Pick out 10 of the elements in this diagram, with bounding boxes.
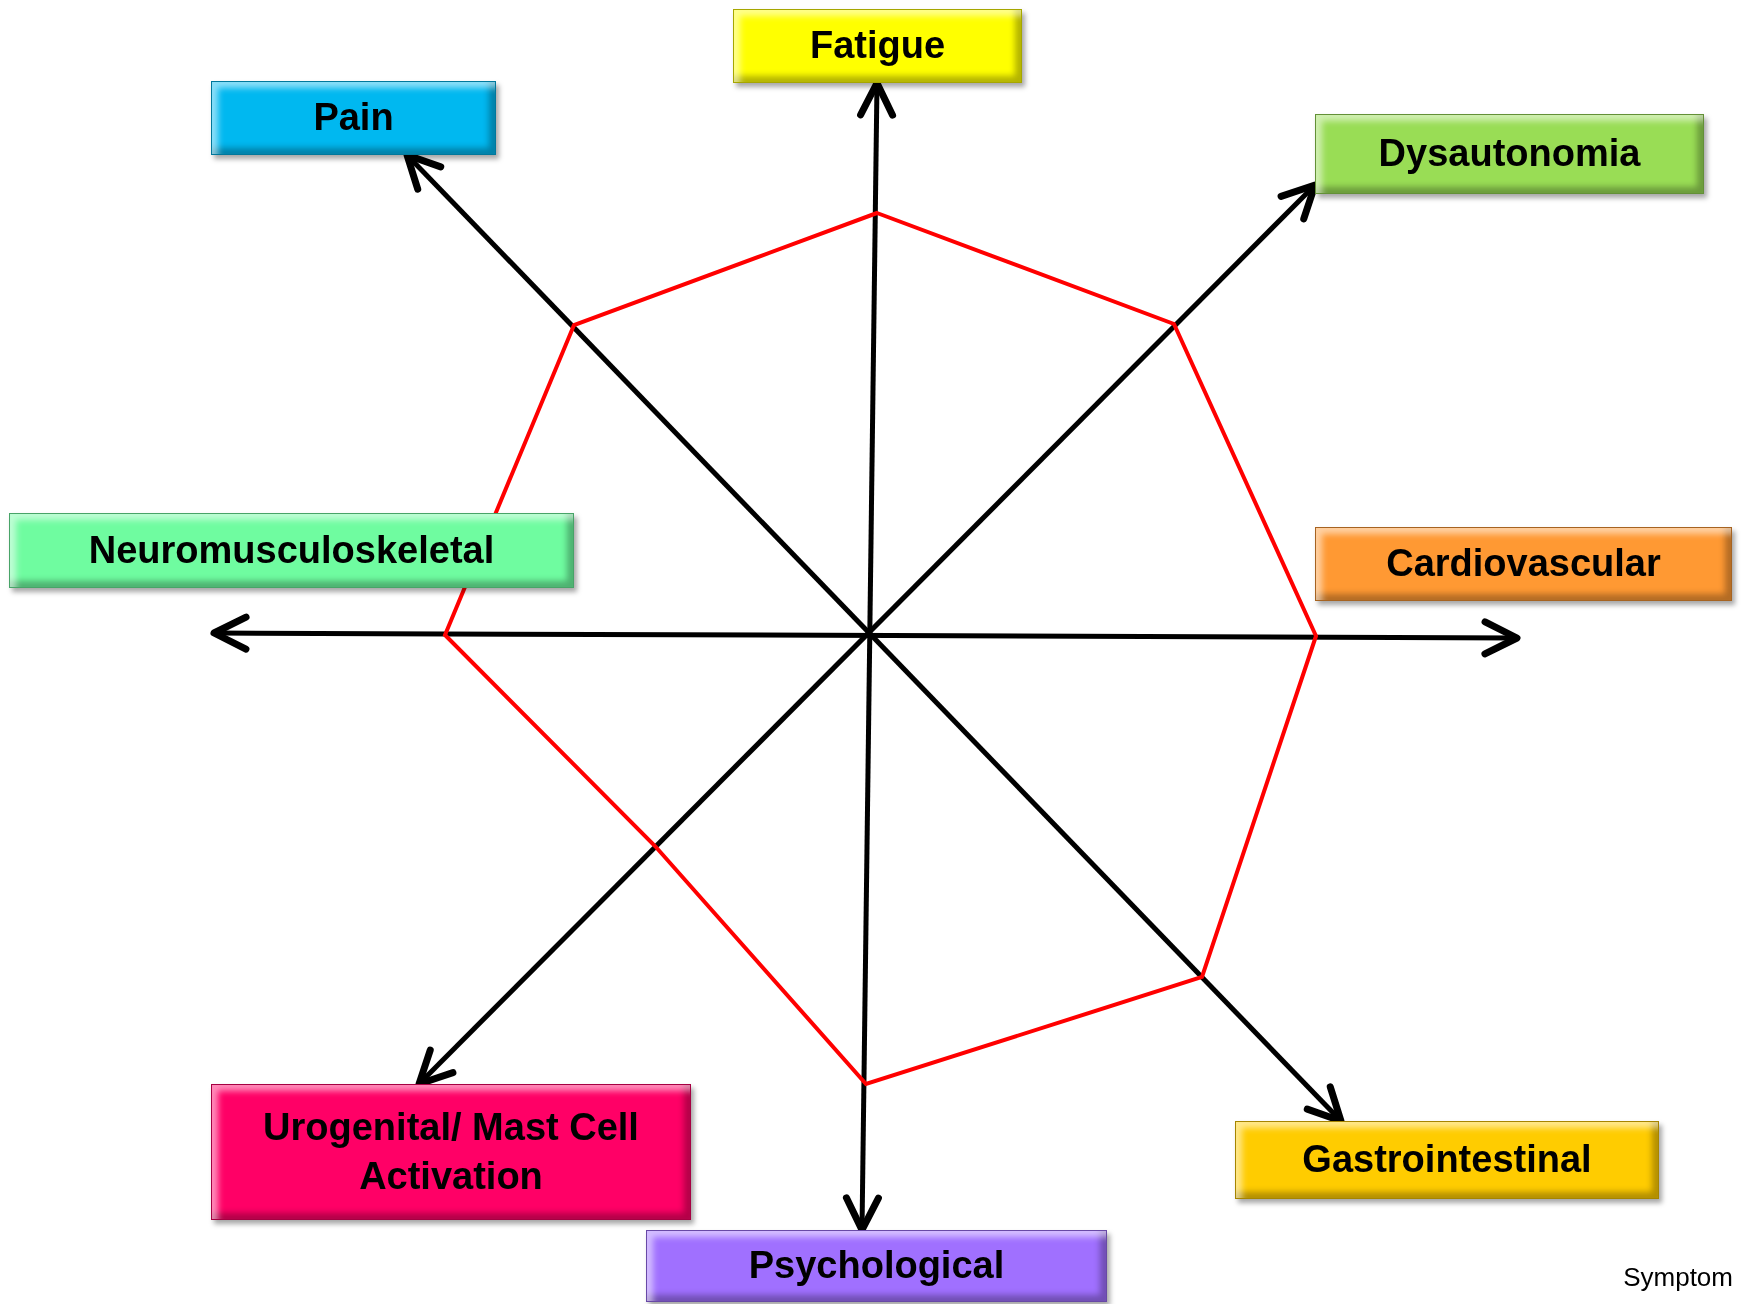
category-box: Dysautonomia bbox=[1315, 114, 1704, 194]
footer-text: Symptom bbox=[1623, 1262, 1733, 1293]
category-box: Pain bbox=[211, 81, 496, 155]
category-box: Fatigue bbox=[733, 9, 1022, 83]
category-box: Gastrointestinal bbox=[1235, 1121, 1659, 1199]
category-box: Neuromusculoskeletal bbox=[9, 513, 574, 588]
category-box: Urogenital/ Mast Cell Activation bbox=[211, 1084, 691, 1220]
category-box: Cardiovascular bbox=[1315, 527, 1732, 601]
category-box: Psychological bbox=[646, 1230, 1107, 1302]
axis-arrow bbox=[210, 613, 1521, 658]
